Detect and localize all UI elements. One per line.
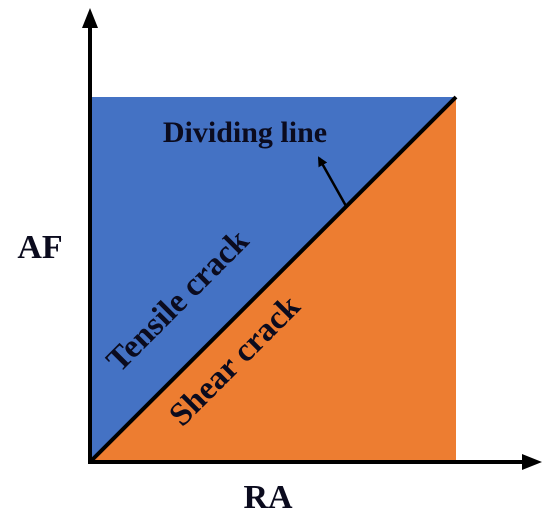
x-axis-label: RA [243, 479, 293, 516]
y-axis-label: AF [17, 229, 62, 266]
divider-label: Dividing line [163, 116, 327, 149]
dividing-line [88, 95, 458, 464]
y-axis-arrowhead [82, 8, 98, 28]
x-axis-arrowhead [522, 454, 542, 470]
dividing-line-arrow [317, 156, 348, 207]
